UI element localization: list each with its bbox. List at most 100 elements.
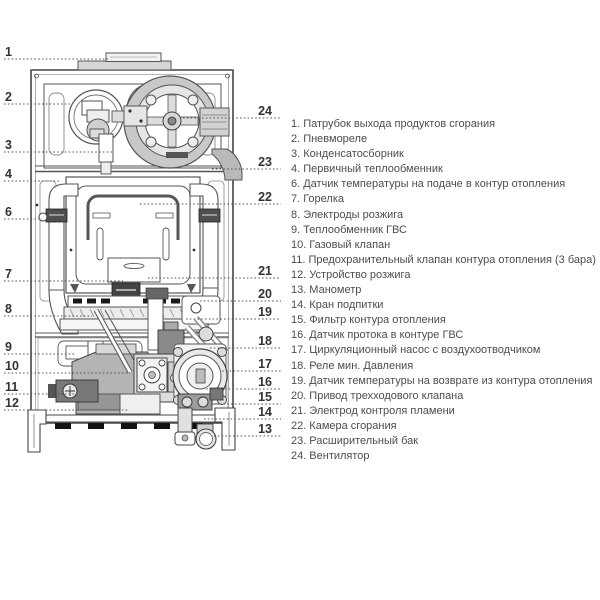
legend-item-label: Датчик температуры на возврате из контур… — [309, 374, 593, 387]
legend-item-number: 7. — [291, 193, 301, 206]
legend-item-number: 2. — [291, 133, 301, 146]
legend-item-number: 19. — [291, 374, 307, 387]
legend-item: 21.Электрод контроля пламени — [291, 404, 591, 419]
legend-item-number: 21. — [291, 404, 307, 417]
legend-item-label: Манометр — [309, 284, 362, 297]
callout-number-20: 20 — [258, 287, 272, 301]
legend-item-number: 1. — [291, 118, 301, 130]
callout-number-11: 11 — [5, 380, 18, 394]
bottom-rail-and-feet — [27, 407, 236, 453]
legend-item: 16.Датчик протока в контуре ГВС — [291, 328, 591, 343]
legend-item: 7.Горелка — [291, 192, 591, 207]
callout-number-9: 9 — [5, 340, 12, 354]
legend-item-number: 11. — [291, 253, 306, 266]
legend-item-label: Датчик температуры на подаче в контур от… — [303, 178, 566, 191]
callout-number-14: 14 — [258, 405, 272, 419]
callout-number-16: 16 — [258, 375, 272, 389]
legend-item: 9.Теплообменник ГВС — [291, 223, 591, 238]
legend-item-label: Фильтр контура отопления — [309, 314, 446, 327]
legend-item-label: Горелка — [303, 193, 344, 206]
legend-item: 8.Электроды розжига — [291, 208, 591, 223]
callout-number-17: 17 — [258, 357, 272, 371]
legend-item: 24.Вентилятор — [291, 449, 591, 464]
legend-item-number: 12. — [291, 268, 307, 281]
legend-item: 3.Конденсатосборник — [291, 147, 591, 162]
legend-item-label: Электрод контроля пламени — [309, 404, 455, 417]
legend-item: 12.Устройство розжига — [291, 268, 591, 283]
legend-item-label: Пневмореле — [303, 133, 368, 146]
legend-item: 18.Реле мин. Давления — [291, 359, 591, 374]
callout-number-2: 2 — [5, 90, 12, 104]
legend-item: 11.Предохранительный клапан контура отоп… — [291, 253, 596, 268]
air-pressure-switch-icon — [68, 89, 148, 145]
legend-item-label: Расширительный бак — [309, 434, 419, 447]
legend-item: 20.Привод трехходового клапана — [291, 389, 591, 404]
callout-number-13: 13 — [258, 422, 272, 436]
legend-item-number: 10. — [291, 238, 307, 251]
callout-number-6: 6 — [5, 205, 12, 219]
callout-number-21: 21 — [258, 264, 272, 278]
legend-item: 6.Датчик температуры на подаче в контур … — [291, 177, 591, 192]
flue-outlet-illustration — [77, 52, 172, 71]
legend-item: 23.Расширительный бак — [291, 434, 591, 449]
callout-number-22: 22 — [258, 190, 272, 204]
legend-item-label: Электроды розжига — [303, 208, 404, 221]
callout-number-1: 1 — [5, 45, 12, 59]
callout-number-10: 10 — [5, 359, 19, 373]
callout-number-3: 3 — [5, 138, 12, 152]
legend-item: 4.Первичный теплообменник — [291, 162, 591, 177]
legend-item-number: 15. — [291, 314, 307, 327]
legend-item-label: Газовый клапан — [309, 238, 391, 251]
legend-item-label: Реле мин. Давления — [309, 359, 414, 372]
legend-item-label: Устройство розжига — [309, 268, 411, 281]
legend-item-number: 6. — [291, 178, 301, 191]
legend-item: 15.Фильтр контура отопления — [291, 313, 591, 328]
legend-item-number: 23. — [291, 434, 307, 447]
legend-item-number: 20. — [291, 389, 307, 402]
legend-item-number: 4. — [291, 163, 301, 176]
legend-item: 14.Кран подпитки — [291, 298, 591, 313]
legend-item-number: 22. — [291, 419, 307, 432]
legend-item: 2.Пневмореле — [291, 132, 591, 147]
legend-item: 17.Циркуляционный насос с воздухоотводчи… — [291, 343, 591, 358]
callout-number-18: 18 — [258, 334, 272, 348]
legend-item: 13.Манометр — [291, 283, 591, 298]
legend-item: 1.Патрубок выхода продуктов сгорания — [291, 117, 591, 132]
legend-item-number: 17. — [291, 344, 307, 357]
legend-item-label: Теплообменник ГВС — [303, 223, 407, 236]
callout-number-7: 7 — [5, 267, 12, 281]
legend-item: 10.Газовый клапан — [291, 238, 591, 253]
legend-item-number: 9. — [291, 223, 301, 236]
legend-item-number: 3. — [291, 148, 301, 161]
condensate-trap-icon — [89, 128, 114, 175]
legend-item-label: Предохранительный клапан контура отоплен… — [308, 253, 596, 266]
legend-item-label: Патрубок выхода продуктов сгорания — [303, 118, 496, 130]
callout-number-15: 15 — [258, 390, 272, 404]
callout-number-23: 23 — [258, 155, 272, 169]
hydraulic-group — [37, 287, 229, 419]
legend-item-number: 24. — [291, 450, 307, 463]
legend-item-label: Вентилятор — [309, 450, 370, 463]
legend-item-number: 13. — [291, 284, 307, 297]
legend-item-label: Кран подпитки — [309, 299, 384, 312]
legend-item-label: Конденсатосборник — [303, 148, 404, 161]
legend-item: 19.Датчик температуры на возврате из кон… — [291, 374, 593, 389]
legend-item-number: 14. — [291, 299, 307, 312]
legend-item-label: Камера сгорания — [309, 419, 397, 432]
legend-item-number: 16. — [291, 329, 307, 342]
legend-item-label: Первичный теплообменник — [303, 163, 443, 176]
legend-item-label: Циркуляционный насос с воздухоотводчиком — [309, 344, 541, 357]
callout-number-12: 12 — [5, 396, 19, 410]
callout-number-4: 4 — [5, 167, 12, 181]
legend-item: 22.Камера сгорания — [291, 419, 591, 434]
callout-number-19: 19 — [258, 305, 272, 319]
callout-number-8: 8 — [5, 302, 12, 316]
legend-item-label: Датчик протока в контуре ГВС — [309, 329, 464, 342]
expansion-tank-icon — [211, 148, 243, 181]
legend-item-number: 8. — [291, 208, 301, 221]
callout-number-24: 24 — [258, 104, 272, 118]
